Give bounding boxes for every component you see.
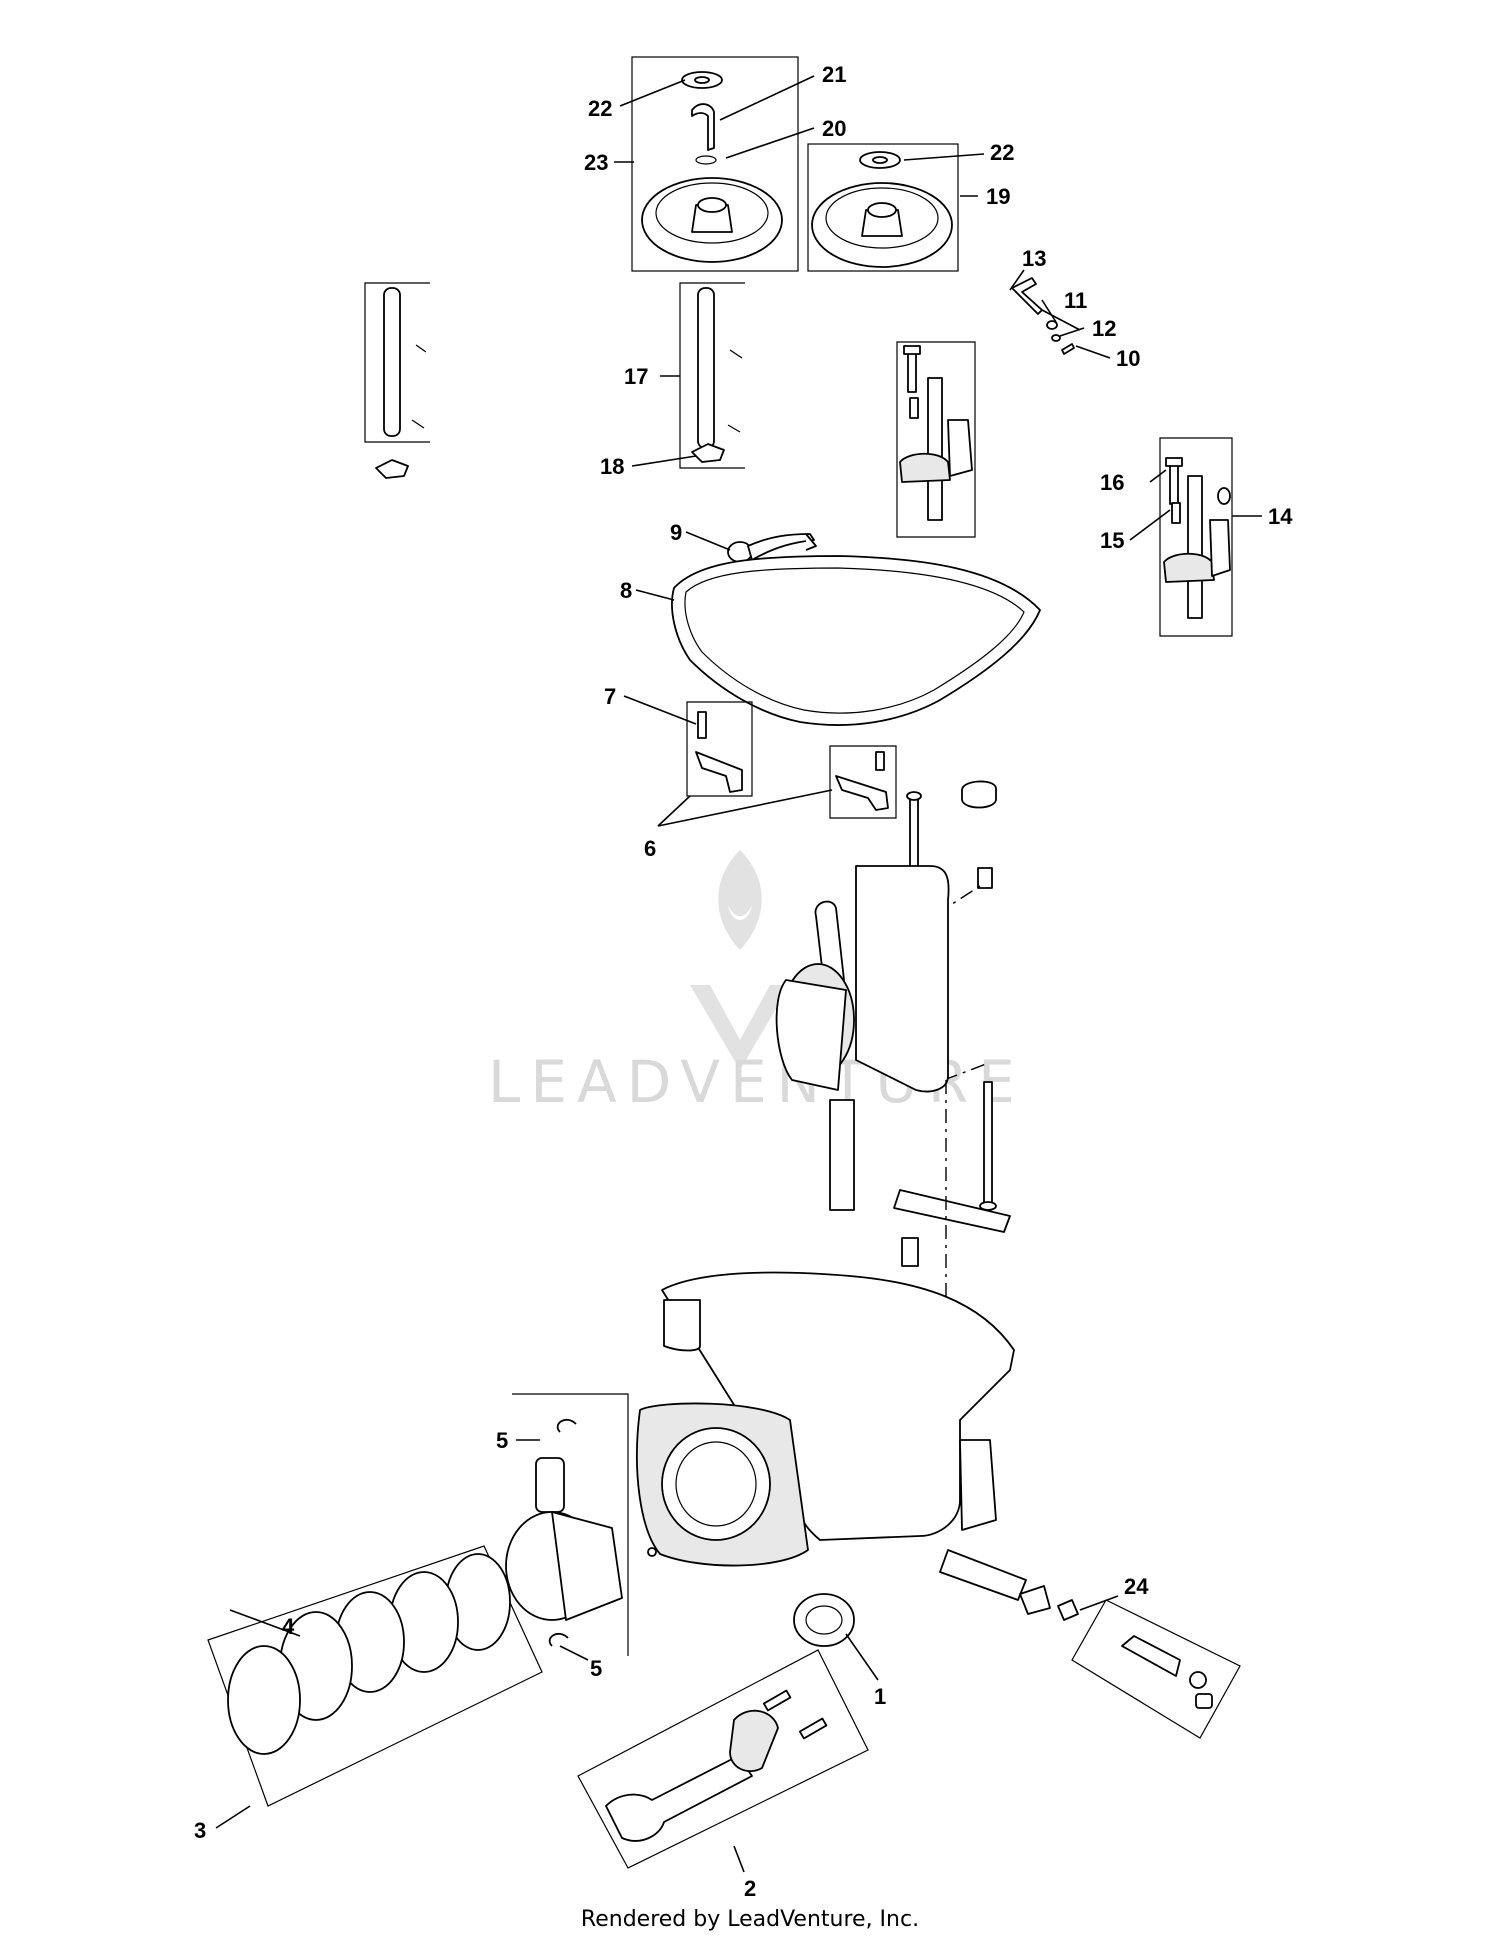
callout-2: 2 — [744, 1876, 756, 1901]
shaft-assembly-17 — [679, 282, 745, 469]
pin-part-15 — [1171, 502, 1181, 524]
crankcase-part — [636, 1271, 1015, 1567]
callout-22: 22 — [588, 96, 612, 121]
assembly-box-23 — [631, 56, 799, 272]
pin-part — [977, 867, 993, 889]
governor-shaft-assembly-a — [896, 341, 976, 538]
callout-6: 6 — [644, 836, 656, 861]
bracket-assembly-6 — [829, 745, 897, 819]
oil-fill-parts — [939, 1549, 1241, 1739]
sleeve-part — [901, 1237, 919, 1267]
assembly-box-19 — [807, 143, 959, 272]
clip-part-12 — [1051, 334, 1061, 342]
callout-17: 17 — [624, 364, 648, 389]
washer-part-11 — [1046, 320, 1058, 330]
watermark-flame-icon — [718, 850, 762, 950]
wrist-pin-part — [535, 1457, 565, 1513]
callout-4: 4 — [282, 1614, 295, 1639]
gasket-part — [671, 555, 1041, 726]
bolt-part-16 — [1169, 463, 1179, 505]
connecting-rod-assembly — [577, 1649, 869, 1869]
bolt-part — [798, 1717, 828, 1740]
callout-16: 16 — [1100, 470, 1124, 495]
oil-seal-part — [793, 1593, 855, 1647]
callout-5-lower: 5 — [590, 1656, 602, 1681]
connecting-rod-part — [605, 1755, 753, 1842]
callout-7: 7 — [604, 684, 616, 709]
callout-8: 8 — [620, 578, 632, 603]
callout-22: 22 — [990, 140, 1014, 165]
pin-part — [691, 103, 715, 151]
leader-lines — [215, 75, 1262, 1873]
clip-part — [695, 155, 717, 165]
shaft-part — [1187, 475, 1203, 619]
shaft-washer-part-18 — [691, 443, 725, 463]
callout-1: 1 — [874, 1684, 886, 1709]
callout-14: 14 — [1268, 504, 1293, 529]
callout-21: 21 — [822, 62, 846, 87]
piston-assembly — [207, 1393, 657, 1807]
dipstick-part — [1121, 1635, 1181, 1677]
callout-15: 15 — [1100, 528, 1124, 553]
governor-lever-group — [1011, 277, 1081, 355]
callout-13: 13 — [1022, 246, 1046, 271]
spacer-part — [893, 1189, 1011, 1233]
bolt-part — [762, 1689, 792, 1712]
shaft-part — [927, 377, 943, 521]
bolt-part — [907, 351, 917, 393]
drain-plug-part-24 — [1057, 1599, 1079, 1621]
oil-tube-part — [939, 1549, 1027, 1601]
shaft-assembly-left — [364, 282, 430, 479]
callout-5-upper: 5 — [496, 1428, 508, 1453]
callout-10: 10 — [1116, 346, 1140, 371]
governor-lever-part — [1011, 277, 1043, 315]
footer-credit: Rendered by LeadVenture, Inc. — [581, 1907, 919, 1932]
callout-12: 12 — [1092, 316, 1116, 341]
callout-20: 20 — [822, 116, 846, 141]
callout-24: 24 — [1124, 1574, 1149, 1599]
watermark-v-icon — [690, 985, 790, 1070]
oil-cap-part — [1019, 1585, 1051, 1615]
callout-23: 23 — [584, 150, 608, 175]
piston-ring-part — [227, 1645, 301, 1755]
callout-9: 9 — [670, 520, 682, 545]
gear-assembly-19-group — [807, 143, 959, 272]
head-bolt-part-lower — [983, 1081, 993, 1205]
breather-tube-part — [727, 533, 817, 563]
callout-19: 19 — [986, 184, 1010, 209]
callout-11: 11 — [1064, 288, 1087, 313]
bracket-part — [835, 775, 889, 811]
callout-3: 3 — [194, 1818, 206, 1843]
crankshaft-part — [775, 865, 950, 1211]
camshaft-gear-assembly-group — [631, 56, 799, 272]
governor-shaft-assembly-14 — [1159, 437, 1233, 637]
bracket-part — [695, 751, 743, 793]
bracket-assembly-7 — [686, 701, 753, 797]
shaft-part — [697, 287, 715, 449]
bolt-part — [697, 711, 707, 739]
retaining-ring-part — [556, 1419, 577, 1433]
shaft-washer-part — [375, 459, 409, 479]
pin-part-10 — [1061, 343, 1075, 355]
dowel-part — [961, 780, 997, 809]
retaining-ring-part-lower — [548, 1633, 569, 1647]
callout-labels: 22 21 20 23 22 19 13 11 12 10 17 18 16 1… — [194, 62, 1293, 1901]
shaft-part — [383, 287, 401, 437]
head-bolts-and-dowels — [893, 780, 1011, 1267]
callout-18: 18 — [600, 454, 624, 479]
